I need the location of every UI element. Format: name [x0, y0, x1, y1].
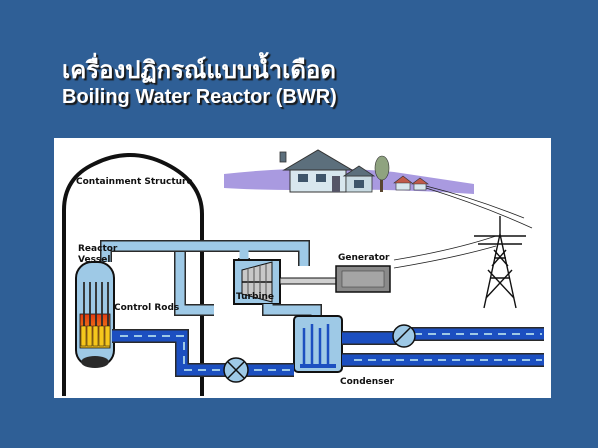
generator-icon	[279, 265, 391, 293]
condenser-icon	[293, 315, 343, 373]
label-containment: Containment Structure	[76, 177, 193, 187]
bwr-diagram-svg: Containment Structure Reactor Vessel Con…	[62, 149, 544, 396]
slide-title-thai: เครื่องปฏิกรณ์แบบน้ำเดือด	[62, 56, 336, 84]
distant-houses-icon	[393, 175, 429, 191]
transmission-tower-icon	[474, 216, 526, 309]
label-generator: Generator	[338, 253, 390, 263]
landscape	[224, 149, 474, 194]
pump-icon	[392, 324, 416, 348]
bwr-diagram: Containment Structure Reactor Vessel Con…	[54, 138, 551, 398]
label-condenser: Condenser	[340, 377, 395, 387]
containment-structure	[62, 153, 204, 396]
label-control-rods: Control Rods	[114, 303, 179, 313]
house-icon	[279, 149, 376, 193]
slide-title-english: Boiling Water Reactor (BWR)	[62, 86, 337, 108]
feedwater-line	[112, 329, 294, 383]
tree-icon	[374, 155, 390, 192]
turbine-icon	[233, 259, 281, 305]
label-reactor-line1: Reactor	[78, 244, 118, 254]
power-lines	[393, 185, 533, 269]
cooling-water-loop	[342, 324, 544, 367]
label-reactor-line2: Vessel	[78, 255, 110, 265]
reactor-vessel	[75, 261, 115, 368]
steam-line	[100, 240, 310, 316]
label-turbine: Turbine	[236, 292, 274, 302]
